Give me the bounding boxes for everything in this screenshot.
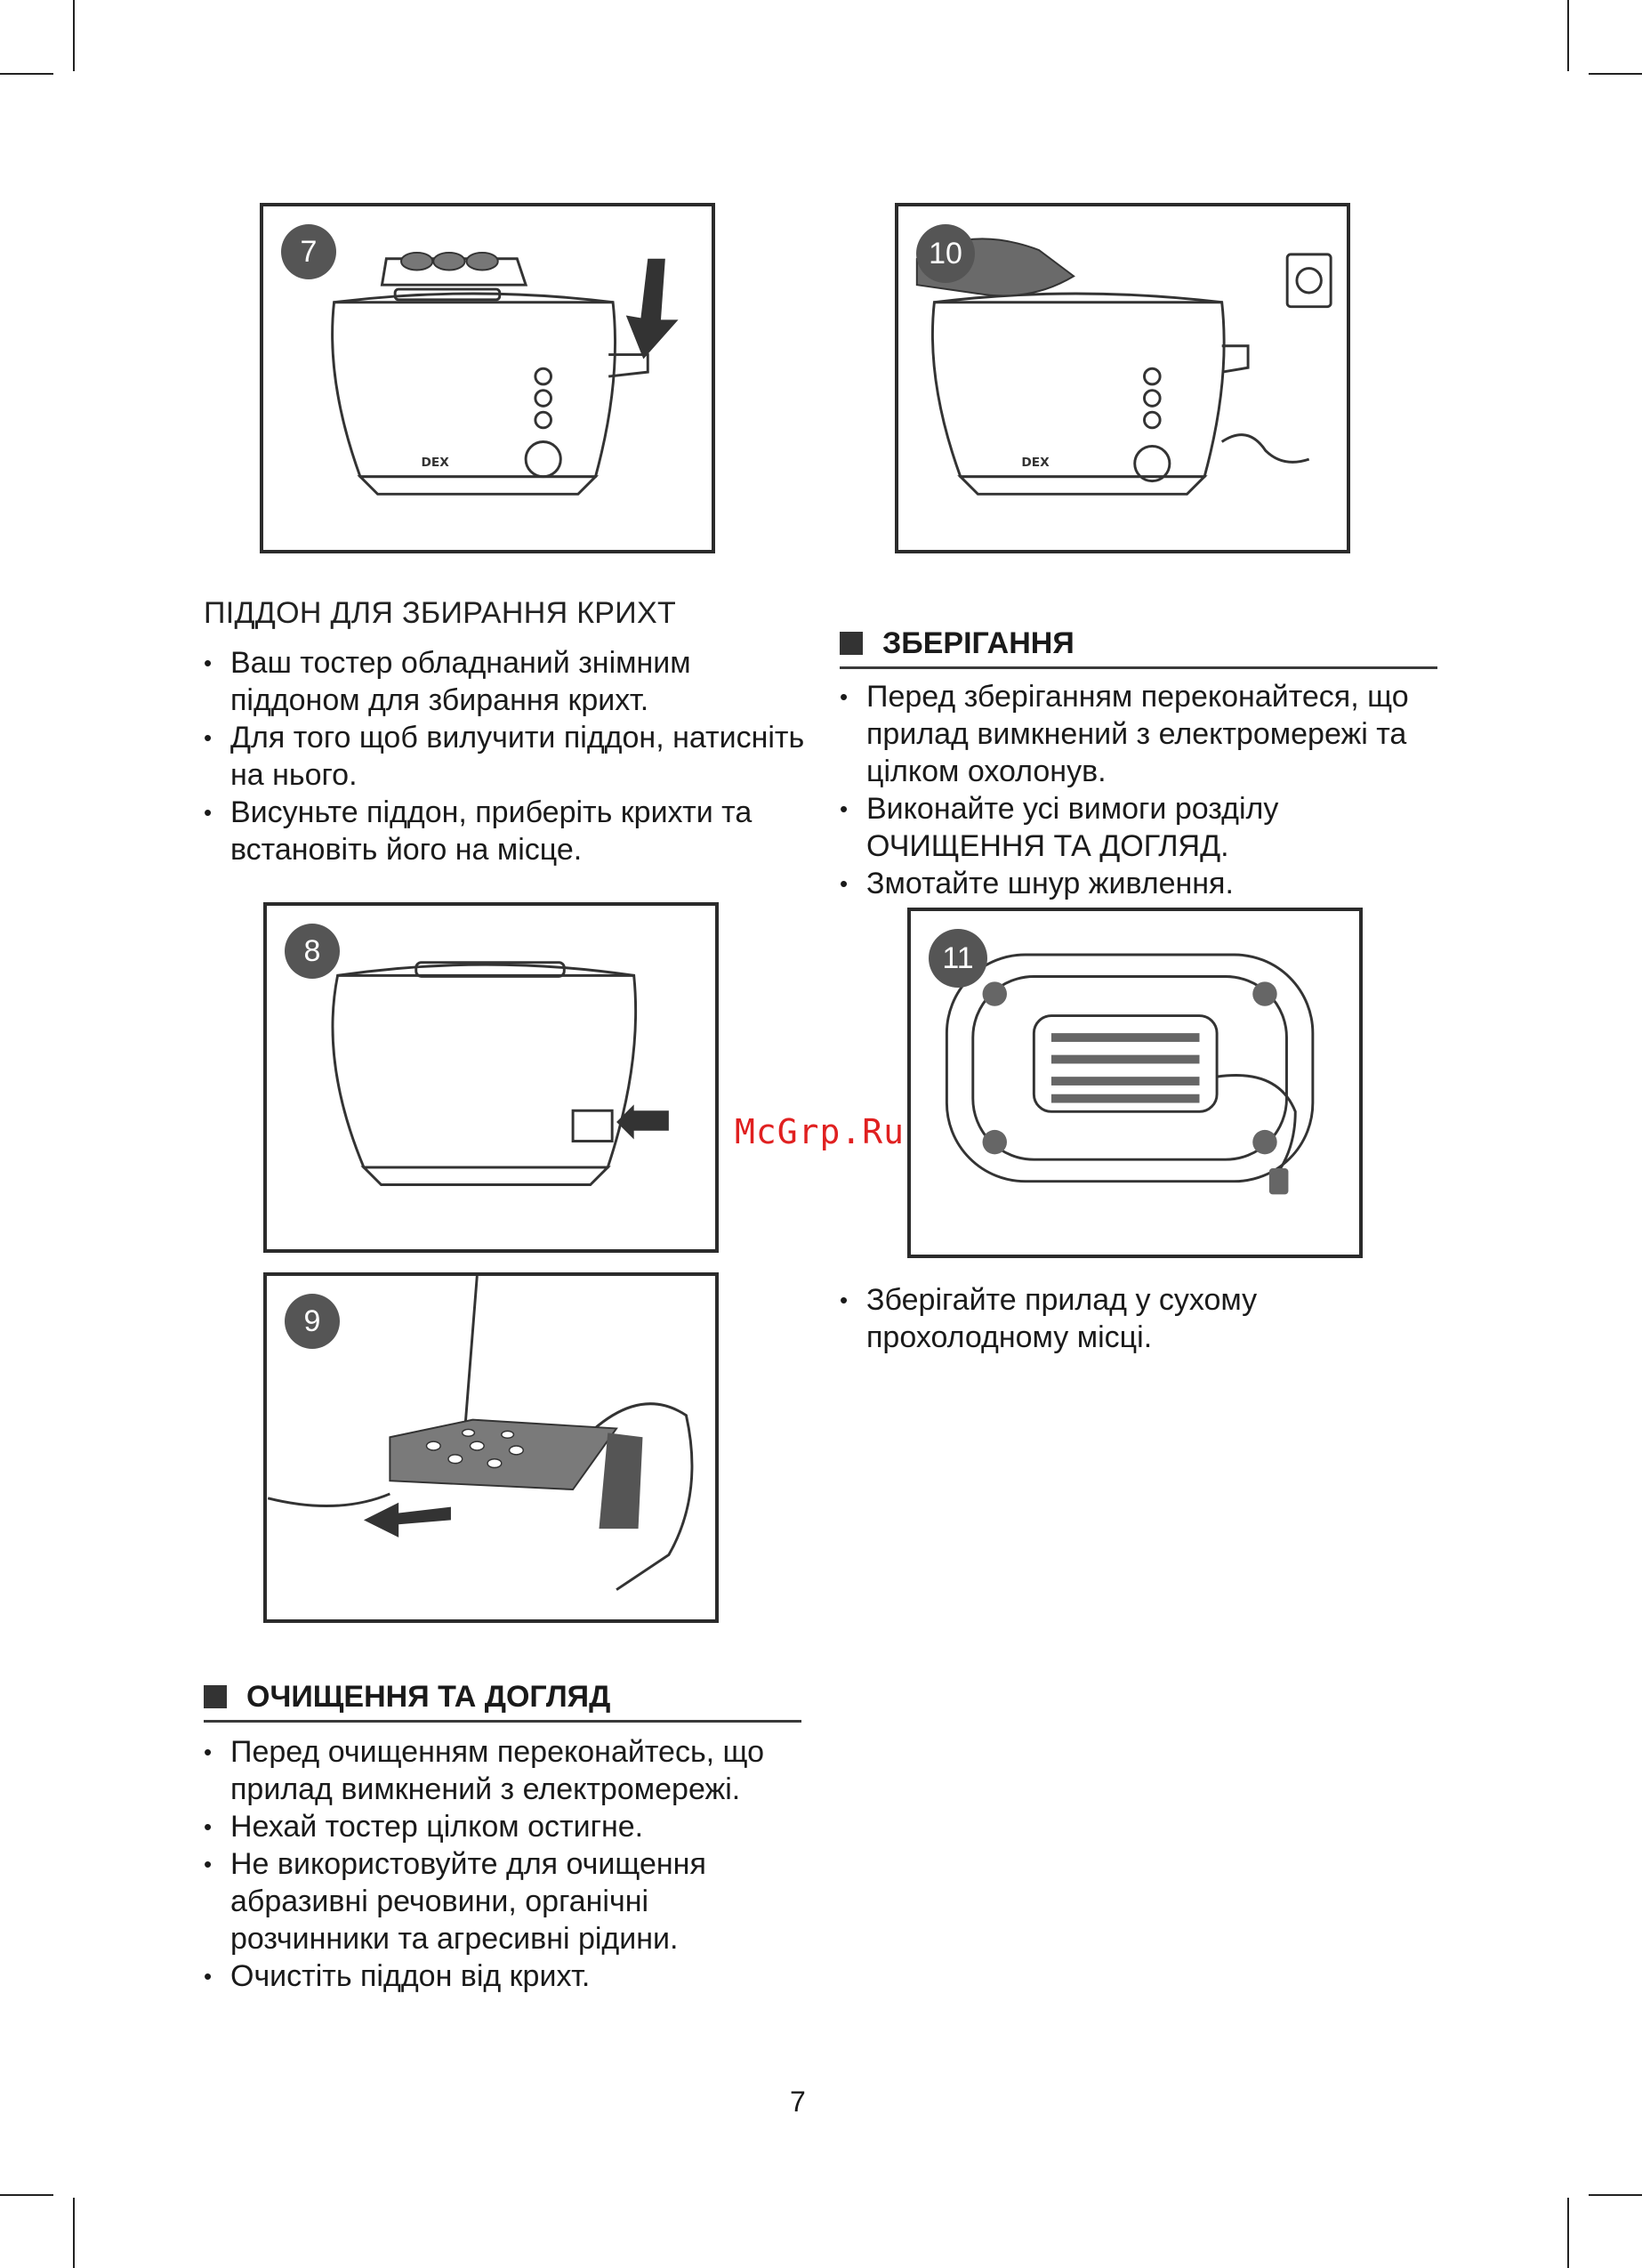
figure-number: 11 bbox=[929, 929, 987, 988]
storage-heading-text: ЗБЕРІГАННЯ bbox=[882, 626, 1075, 660]
figure-number: 7 bbox=[281, 224, 336, 279]
list-item: Нехай тостер цілком остигне. bbox=[200, 1808, 814, 1845]
crop-mark bbox=[0, 73, 53, 75]
cleaning-heading: ОЧИЩЕННЯ ТА ДОГЛЯД bbox=[204, 1680, 801, 1723]
page-number: 7 bbox=[790, 2086, 806, 2118]
toaster-illustration: DEX bbox=[331, 251, 679, 496]
list-item: Зберігайте прилад у сухому прохолодному … bbox=[836, 1281, 1441, 1356]
figure-7-toaster-lever: DEX 7 bbox=[260, 203, 715, 553]
figure-9-remove-tray: 9 bbox=[263, 1272, 719, 1623]
list-item: Очистіть піддон від крихт. bbox=[200, 1957, 814, 1995]
list-item: Перед очищенням переконайтесь, що прилад… bbox=[200, 1733, 814, 1808]
figure-number: 10 bbox=[916, 224, 975, 283]
list-item: Ваш тостер обладнаний знімним піддоном д… bbox=[200, 644, 814, 719]
crop-mark bbox=[1567, 0, 1569, 71]
figure-8-press-tray: 8 bbox=[263, 902, 719, 1253]
list-item: Висуньте піддон, приберіть крихти та вст… bbox=[200, 794, 814, 868]
list-item: Змотайте шнур живлення. bbox=[836, 865, 1441, 902]
crumb-tray-removal-illustration bbox=[267, 1276, 694, 1591]
figure-number: 8 bbox=[285, 924, 340, 979]
storage-heading: ЗБЕРІГАННЯ bbox=[840, 626, 1437, 669]
crop-mark bbox=[73, 0, 75, 71]
cleaning-heading-text: ОЧИЩЕННЯ ТА ДОГЛЯД bbox=[246, 1680, 611, 1714]
crumb-tray-list: Ваш тостер обладнаний знімним піддоном д… bbox=[200, 644, 814, 868]
toaster-tray-press-illustration bbox=[331, 961, 669, 1186]
toaster-bottom-illustration bbox=[945, 953, 1315, 1195]
figure-10-wipe-toaster: DEX 10 bbox=[895, 203, 1350, 553]
list-item: Виконайте усі вимоги розділу ОЧИЩЕННЯ ТА… bbox=[836, 790, 1441, 865]
cleaning-list: Перед очищенням переконайтесь, що прилад… bbox=[200, 1733, 814, 1995]
toaster-brand-label: DEX bbox=[1021, 456, 1050, 470]
list-item: Не використовуйте для очищення абразивні… bbox=[200, 1845, 814, 1957]
crumb-tray-heading: ПІДДОН ДЛЯ ЗБИРАННЯ КРИХТ bbox=[204, 596, 677, 630]
list-item: Перед зберіганням переконайтеся, що прил… bbox=[836, 678, 1441, 790]
list-item: Для того щоб вилучити піддон, натисніть … bbox=[200, 719, 814, 794]
crop-mark bbox=[1589, 2194, 1642, 2196]
figure-number: 9 bbox=[285, 1294, 340, 1349]
storage-list: Перед зберіганням переконайтеся, що прил… bbox=[836, 678, 1441, 902]
crop-mark bbox=[73, 2198, 75, 2268]
toaster-brand-label: DEX bbox=[422, 456, 450, 470]
crop-mark bbox=[1589, 73, 1642, 75]
figure-11-toaster-bottom-cord: 11 bbox=[907, 908, 1363, 1258]
section-marker-icon bbox=[840, 632, 863, 655]
watermark: McGrp.Ru bbox=[735, 1112, 906, 1151]
crop-mark bbox=[0, 2194, 53, 2196]
section-marker-icon bbox=[204, 1685, 227, 1708]
storage-after-list: Зберігайте прилад у сухому прохолодному … bbox=[836, 1281, 1441, 1356]
crop-mark bbox=[1567, 2198, 1569, 2268]
